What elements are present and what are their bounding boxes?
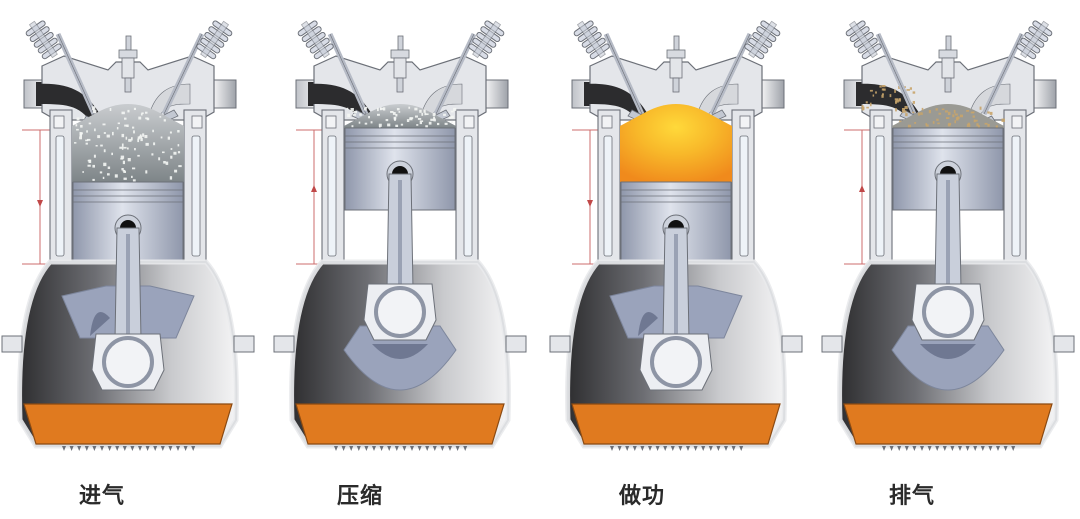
stroke-label-intake: 进气	[78, 484, 125, 509]
combustion-chamber	[892, 104, 1004, 128]
stroke-label-exhaust: 排气	[888, 484, 935, 509]
valve-spring-icon	[25, 20, 62, 60]
oil-sump	[295, 403, 505, 445]
crankpin	[374, 286, 426, 338]
spark-plug-icon	[118, 35, 138, 93]
valve-spring-icon	[1016, 20, 1053, 60]
spark-plug-icon	[390, 35, 410, 93]
sump-fins	[882, 446, 1016, 451]
oil-sump	[23, 403, 233, 445]
stroke-panel-intake	[0, 0, 270, 519]
valve-spring-icon	[468, 20, 505, 60]
arrow-down-icon	[37, 200, 43, 207]
arrow-up-icon	[859, 185, 865, 192]
stroke-panel-power	[548, 0, 818, 519]
crankpin	[922, 286, 974, 338]
combustion-chamber	[72, 104, 184, 182]
stroke-label-power: 做功	[618, 484, 665, 509]
sump-fins	[610, 446, 744, 451]
crankpin	[102, 336, 154, 388]
sump-fins	[62, 446, 196, 451]
combustion-chamber	[620, 104, 732, 182]
valve-spring-icon	[744, 20, 781, 60]
valve-spring-icon	[845, 20, 882, 60]
arrow-down-icon	[587, 200, 593, 207]
stroke-label-compression: 压缩	[336, 484, 383, 509]
stroke-panel-compression	[272, 0, 542, 519]
spark-plug-icon	[938, 35, 958, 93]
oil-sump	[843, 403, 1053, 445]
oil-sump	[571, 403, 781, 445]
valve-spring-icon	[297, 20, 334, 60]
valve-spring-icon	[196, 20, 233, 60]
valve-spring-icon	[573, 20, 610, 60]
arrow-up-icon	[311, 185, 317, 192]
sump-fins	[334, 446, 468, 451]
crankpin	[650, 336, 702, 388]
spark-plug-icon	[666, 35, 686, 93]
stroke-panel-exhaust	[820, 0, 1080, 519]
